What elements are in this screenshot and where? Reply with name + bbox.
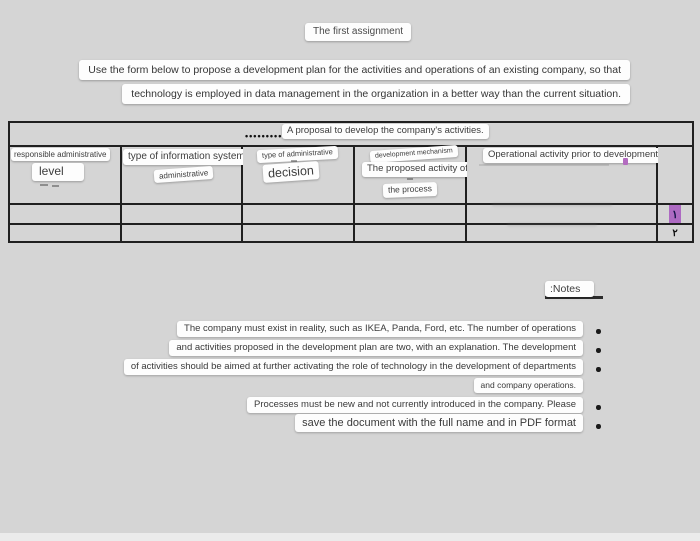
table-row-1-cell: [467, 203, 656, 223]
note-bullet: [596, 424, 601, 429]
table-row-2-cell: [243, 225, 353, 241]
header-development-mechanism: development mechanism: [369, 144, 459, 164]
instruction-line-2: technology is employed in data managemen…: [122, 84, 630, 105]
header-cell-row-number: [658, 147, 692, 203]
header-administrative: administrative: [153, 165, 214, 184]
notes-heading-colon: :: [550, 283, 553, 295]
table-row-1-cell: [10, 205, 120, 223]
artifact-mark: [40, 184, 48, 186]
note-bullet: [596, 348, 601, 353]
page-bottom-edge: [0, 533, 700, 541]
note-bullet: [596, 367, 601, 372]
note-line: Processes must be new and not currently …: [247, 397, 583, 414]
note-line: save the document with the full name and…: [295, 414, 583, 433]
table-row-2-cell: [355, 225, 465, 241]
row-2-number-cell: ٢: [658, 225, 692, 241]
header-level: level: [32, 163, 84, 181]
purple-cursor-mark: [623, 158, 628, 165]
assignment-title: The first assignment: [305, 23, 412, 41]
note-line: and activities proposed in the developme…: [169, 340, 583, 357]
table-row-2-cell: [122, 225, 241, 241]
note-line: and company operations.: [473, 378, 583, 394]
note-bullet: [596, 329, 601, 334]
header-responsible-administrative: responsible administrative: [11, 148, 110, 162]
proposal-table: ••••••••• A proposal to develop the comp…: [8, 121, 694, 243]
table-row-2-cell: [467, 223, 656, 241]
row-2-number: ٢: [672, 227, 678, 239]
header-cell-responsible-level: responsible administrative level: [10, 147, 120, 203]
row-1-number: ١: [672, 208, 678, 221]
table-row-1-cell: [355, 205, 465, 223]
notes-heading: :Notes: [545, 281, 595, 298]
table-caption: A proposal to develop the company's acti…: [282, 124, 489, 139]
purple-highlight: [669, 205, 681, 223]
note-line: The company must exist in reality, such …: [177, 321, 583, 338]
header-cell-administrative-decision: type of administrative decision: [243, 145, 353, 203]
table-row-1-cell: [243, 205, 353, 223]
header-cell-operational-activity: Operational activity prior to developmen…: [467, 147, 664, 203]
row-1-number-cell: ١: [658, 205, 692, 223]
artifact-mark: [479, 164, 609, 166]
instruction-line-1: Use the form below to propose a developm…: [79, 60, 630, 81]
artifact-mark: [291, 160, 297, 162]
artifact-mark: [52, 185, 59, 187]
header-operational-activity: Operational activity prior to developmen…: [483, 148, 664, 163]
header-type-of-information-system: type of information system: [123, 149, 250, 165]
notes-underline: [545, 296, 603, 299]
header-type-of-administrative: type of administrative: [256, 145, 339, 163]
artifact-smudge: [507, 223, 597, 226]
caption-dotted-line: •••••••••: [245, 131, 283, 141]
header-cell-information-system: type of information system administrativ…: [122, 147, 250, 203]
artifact-mark: [407, 178, 413, 180]
table-caption-row: ••••••••• A proposal to develop the comp…: [10, 123, 692, 145]
artifact-smudge: [492, 203, 612, 206]
header-cell-development-mechanism: development mechanism The proposed activ…: [355, 144, 473, 203]
header-decision: decision: [262, 161, 320, 184]
header-proposed-activity: The proposed activity of: [362, 162, 473, 177]
note-bullet: [596, 405, 601, 410]
table-row-2-cell: [10, 225, 120, 241]
notes-heading-label: Notes: [552, 283, 581, 295]
table-row-1-cell: [122, 205, 241, 223]
note-line: of activities should be aimed at further…: [123, 359, 583, 376]
header-the-process: the process: [382, 182, 438, 198]
